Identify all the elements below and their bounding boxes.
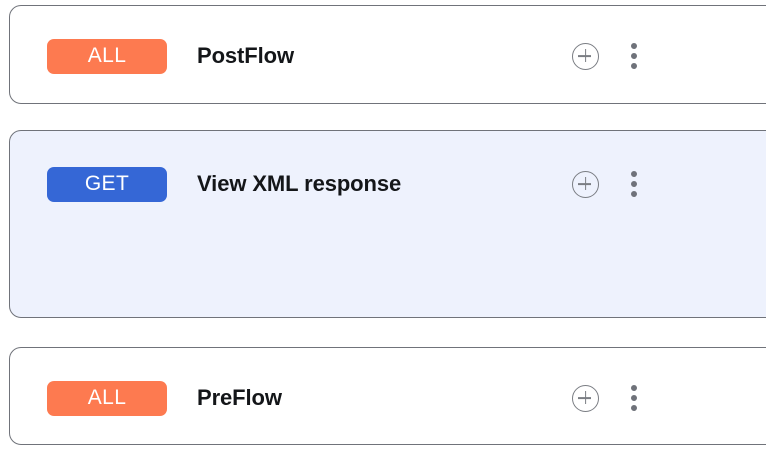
- flow-row-actions: [572, 34, 643, 78]
- http-verb-badge: ALL: [47, 38, 167, 74]
- flow-card-postflow[interactable]: ALL PostFlow: [9, 5, 766, 104]
- plus-circle-icon[interactable]: [572, 42, 599, 70]
- flow-card-preflow[interactable]: ALL PreFlow: [9, 347, 766, 445]
- plus-circle-icon[interactable]: [572, 384, 599, 412]
- plus-circle-icon[interactable]: [572, 170, 599, 198]
- flow-title: PostFlow: [197, 43, 294, 68]
- flow-row-actions: [572, 376, 643, 420]
- flow-title: View XML response: [197, 171, 402, 196]
- http-verb-badge: ALL: [47, 380, 167, 416]
- http-verb-badge: GET: [47, 166, 167, 202]
- kebab-menu-icon[interactable]: [625, 42, 643, 70]
- kebab-menu-icon[interactable]: [625, 170, 643, 198]
- flow-header-row[interactable]: ALL PostFlow: [10, 34, 766, 78]
- flow-header-row[interactable]: GET View XML response: [10, 162, 766, 206]
- kebab-menu-icon[interactable]: [625, 384, 643, 412]
- flow-header-row[interactable]: ALL PreFlow: [10, 376, 766, 420]
- flow-card-view-xml-response[interactable]: GET View XML response XML To JSON-1: [9, 130, 766, 417]
- flow-row-actions: [572, 162, 643, 206]
- flow-title: PreFlow: [197, 385, 282, 410]
